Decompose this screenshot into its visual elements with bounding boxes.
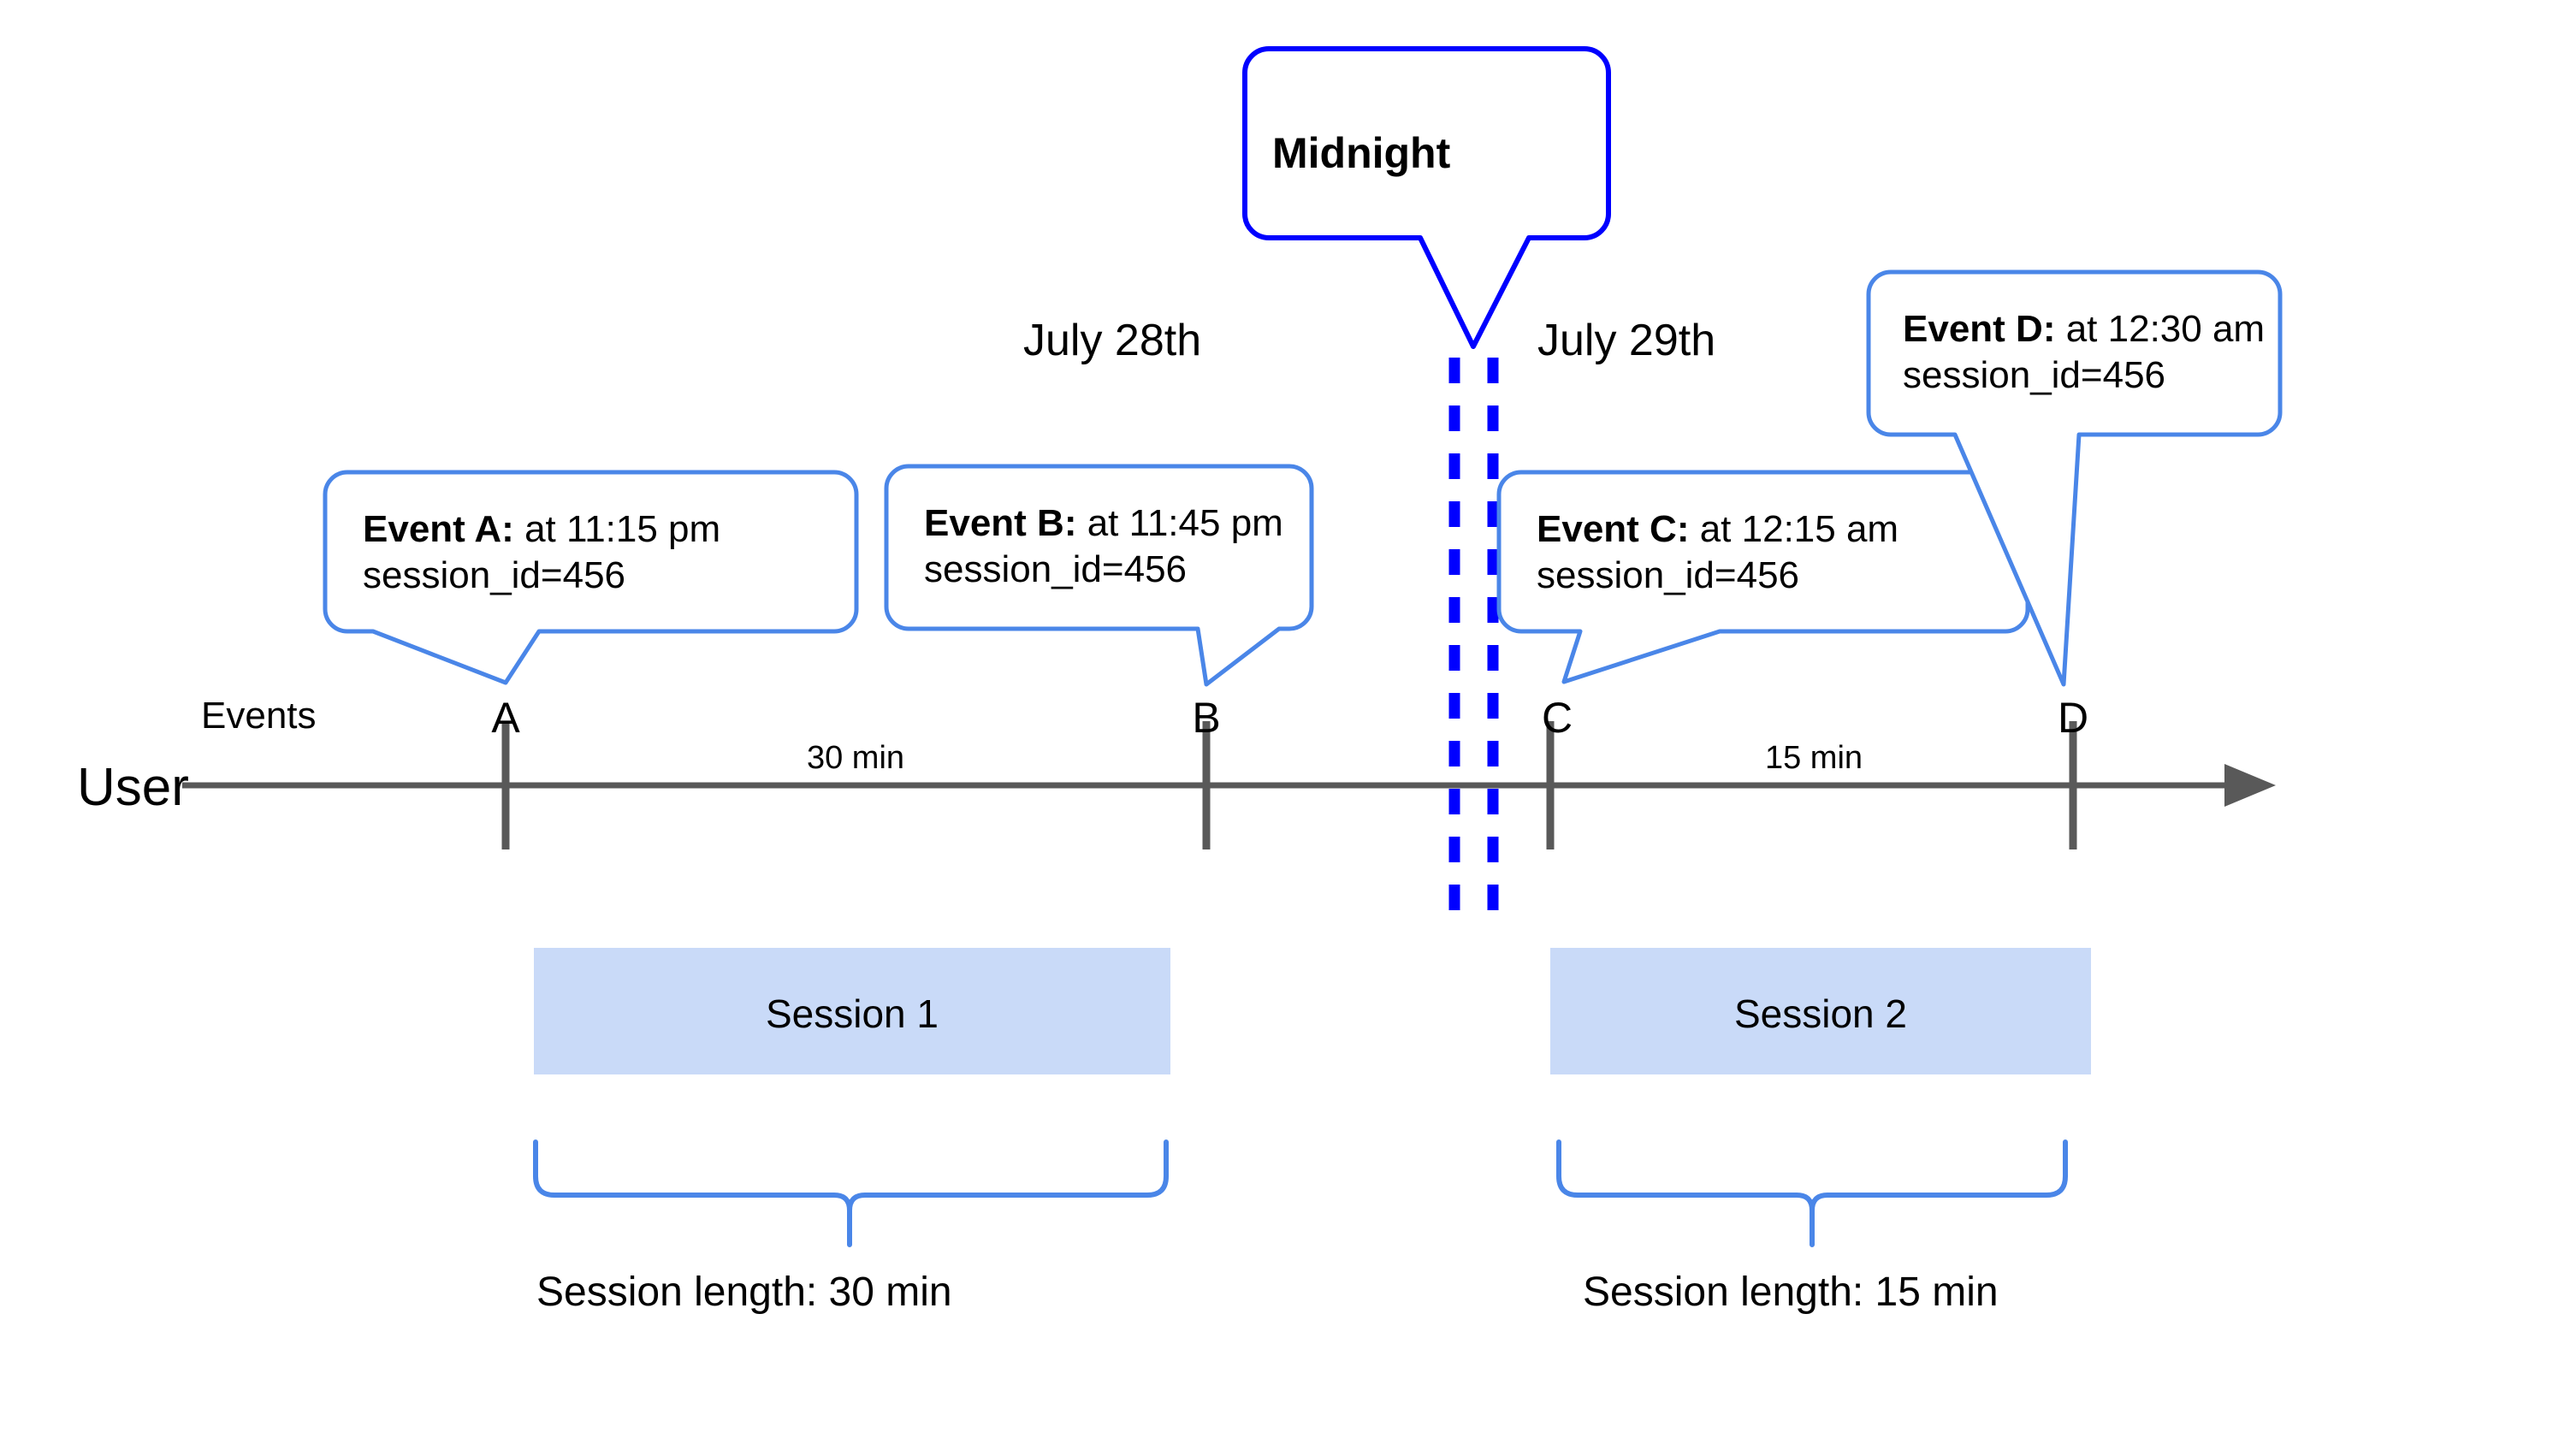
callout-label-midnight: Midnight	[1272, 129, 1451, 177]
callout-shape-event-d	[1866, 269, 2283, 687]
tick-label-b: B	[1192, 694, 1221, 742]
callout-text-event-d: Event D: at 12:30 am session_id=456	[1903, 306, 2305, 398]
timeline-axis	[182, 721, 2276, 849]
callout-detail-b: session_id=456	[924, 547, 1188, 590]
callout-title-b: Event B:	[924, 502, 1077, 544]
callout-line-c-1: Event C: at 12:15 am	[1537, 506, 2033, 553]
axis-row-label-user: User	[77, 758, 189, 817]
callout-text-event-b: Event B: at 11:45 pm session_id=456	[924, 500, 1326, 592]
callout-line-a-1: Event A: at 11:15 pm	[363, 506, 850, 553]
callout-shape-event-a	[323, 470, 859, 685]
session-box-1: Session 1	[534, 948, 1170, 1074]
callout-detail-c: session_id=456	[1537, 553, 1800, 596]
session-length-label-2: Session length: 15 min	[1583, 1270, 1999, 1315]
callout-detail-a: session_id=456	[363, 553, 626, 596]
date-label-july-28: July 28th	[1023, 316, 1202, 365]
session-box-2-label: Session 2	[1733, 991, 1908, 1036]
callout-time-b: at 11:45 pm	[1076, 502, 1283, 544]
callout-text-event-c: Event C: at 12:15 am session_id=456	[1537, 506, 2033, 598]
brace-session-1	[533, 1139, 1169, 1247]
brace-session-2	[1556, 1139, 2068, 1247]
callout-time-a: at 11:15 pm	[513, 508, 721, 550]
callout-text-event-a: Event A: at 11:15 pm session_id=456	[363, 506, 850, 598]
callout-detail-d: session_id=456	[1903, 353, 2166, 396]
tick-label-a: A	[491, 694, 520, 742]
tick-label-d: D	[2057, 694, 2089, 742]
callout-shape-event-b	[884, 464, 1314, 687]
session-box-2: Session 2	[1550, 948, 2091, 1074]
timeline-arrow-head	[2224, 764, 2276, 807]
callout-title-c: Event C:	[1537, 508, 1690, 550]
callout-time-c: at 12:15 am	[1689, 508, 1899, 550]
session-box-1-label: Session 1	[765, 991, 939, 1036]
tick-label-c: C	[1541, 694, 1573, 742]
date-label-july-29: July 29th	[1537, 316, 1716, 365]
callout-title-d: Event D:	[1903, 308, 2056, 350]
callout-time-d: at 12:30 am	[2055, 308, 2266, 350]
callout-line-d-1: Event D: at 12:30 am	[1903, 306, 2305, 352]
duration-label-cd: 15 min	[1764, 740, 1863, 776]
callout-shape-event-c	[1496, 470, 2030, 684]
midnight-divider	[1448, 358, 1499, 922]
session-length-label-1: Session length: 30 min	[536, 1270, 952, 1315]
duration-label-ab: 30 min	[806, 740, 905, 776]
callout-shape-midnight	[1242, 46, 1611, 349]
axis-events-label: Events	[201, 695, 317, 737]
callout-line-b-1: Event B: at 11:45 pm	[924, 500, 1326, 547]
callout-title-a: Event A:	[363, 508, 514, 550]
